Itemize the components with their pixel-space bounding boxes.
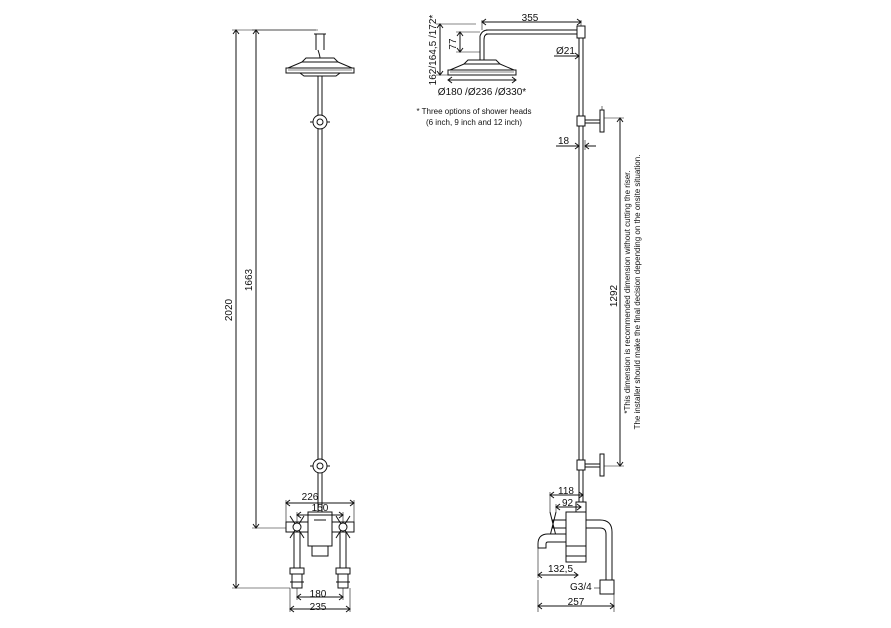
riser-note-line1: *This dimension is recommended dimension… [623, 170, 632, 413]
dim-head-diameter: Ø180 /Ø236 /Ø330* [438, 76, 527, 98]
dim-leg-centres: 180 [296, 588, 344, 601]
dim-spout-reach: 132,5 [537, 548, 579, 579]
dim-overall-height-label: 2020 [224, 298, 235, 321]
dim-leg-centres-label: 180 [310, 589, 327, 600]
dim-bracket-spacing: 1292 [604, 117, 624, 467]
dim-arm-drop-label: 77 [448, 38, 459, 50]
dim-head-diameter-label: Ø180 /Ø236 /Ø330* [438, 87, 527, 98]
dim-valve-depth: 118 [549, 486, 584, 512]
riser-note-line2: The installer should make the final deci… [633, 155, 642, 430]
dim-arm-length: 355 [481, 13, 582, 30]
shower-head-note: * Three options of shower heads (6 inch,… [416, 107, 531, 127]
dim-leg-outer-label: 235 [310, 602, 327, 613]
dim-wall-offset: 18 [556, 136, 596, 150]
side-riser-pipe [576, 38, 586, 502]
side-valve-body [537, 501, 615, 595]
side-view: 355 77 162/164,5 /172* Ø180 /Ø236 /Ø330*… [416, 13, 642, 612]
dim-wall-offset-label: 18 [558, 136, 570, 147]
dim-valve-width-label: 226 [302, 492, 319, 503]
dim-valve-inner: 92 [555, 498, 582, 512]
front-valve-body [285, 511, 355, 589]
side-shower-arm [479, 25, 586, 60]
dim-arm-length-label: 355 [522, 13, 539, 24]
dim-head-height: 162/164,5 /172* [428, 15, 476, 86]
side-wall-bracket-top [585, 106, 605, 133]
front-wall-bracket-top [310, 114, 330, 130]
dim-head-height-label: 162/164,5 /172* [428, 15, 439, 86]
dim-overall-height: 2020 [224, 29, 316, 589]
thread-callout: G3/4 [570, 582, 600, 593]
dim-spout-reach-label: 132,5 [548, 564, 573, 575]
dim-overall-depth: 257 [537, 580, 615, 612]
front-riser-pipe [317, 76, 323, 512]
front-view: 2020 1663 226 150 180 [224, 29, 355, 613]
dim-valve-centres: 150 [296, 503, 344, 522]
thread-callout-label: G3/4 [570, 582, 592, 593]
side-shower-head [447, 59, 517, 76]
dim-bracket-spacing-label: 1292 [609, 284, 620, 307]
shower-head-note-line2: (6 inch, 9 inch and 12 inch) [426, 118, 522, 127]
dim-overall-depth-label: 257 [568, 597, 585, 608]
shower-head-note-line1: * Three options of shower heads [416, 107, 531, 116]
dim-arm-drop: 77 [448, 31, 480, 53]
dim-valve-depth-label: 118 [558, 486, 574, 497]
dim-riser-height-label: 1663 [244, 268, 255, 291]
front-wall-bracket-bottom [310, 458, 330, 474]
dim-valve-inner-label: 92 [562, 498, 574, 509]
dim-riser-height: 1663 [244, 29, 318, 529]
dim-valve-width: 226 [285, 492, 355, 522]
riser-note: *This dimension is recommended dimension… [623, 155, 642, 430]
dim-valve-centres-label: 150 [312, 503, 329, 514]
side-wall-bracket-bottom [585, 453, 605, 477]
dim-pipe-diameter-label: Ø21 [556, 46, 575, 57]
dim-leg-outer: 235 [289, 588, 351, 613]
dim-pipe-diameter: Ø21 [554, 46, 580, 60]
front-shower-head [285, 33, 355, 77]
